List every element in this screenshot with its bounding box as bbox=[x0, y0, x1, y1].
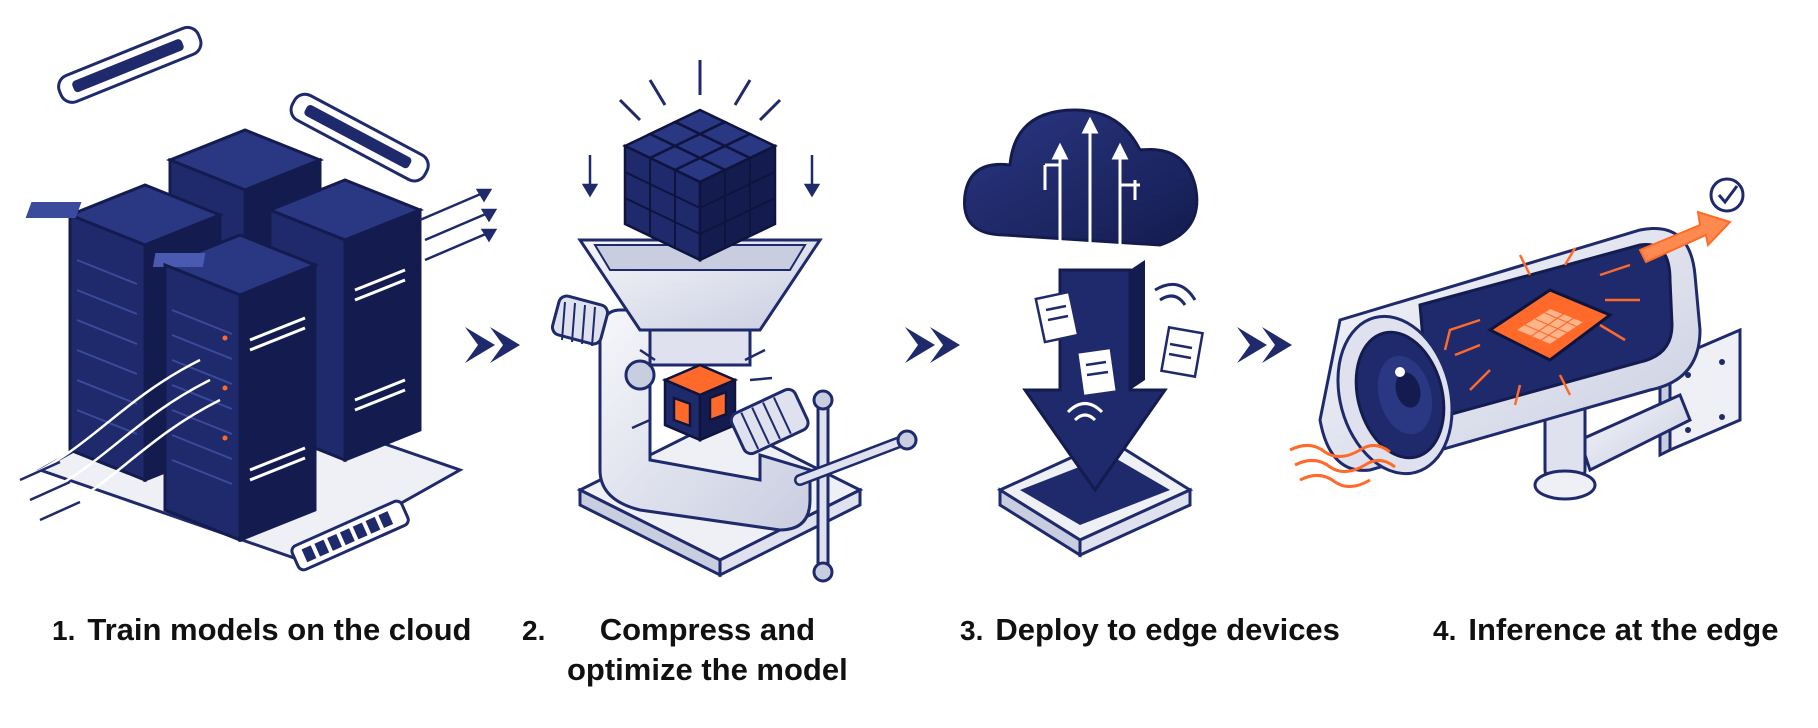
step-4-number: 4. bbox=[1433, 615, 1457, 646]
step-1-number: 1. bbox=[52, 615, 76, 646]
connector-arrow-2 bbox=[905, 327, 960, 363]
step-1-label: Train models on the cloud bbox=[87, 612, 472, 647]
step-4-label: Inference at the edge bbox=[1468, 612, 1779, 647]
step-3-caption: 3. Deploy to edge devices bbox=[960, 610, 1340, 651]
step-2-number: 2. bbox=[522, 615, 546, 646]
step-2-caption: 2. Compress and optimize the model bbox=[522, 610, 857, 690]
step-3-label: Deploy to edge devices bbox=[995, 612, 1340, 647]
step-3-number: 3. bbox=[960, 615, 984, 646]
security-camera-chip-icon bbox=[1289, 177, 1745, 501]
pipeline-illustration bbox=[19, 25, 1745, 583]
step-2-label: Compress and optimize the model bbox=[566, 612, 848, 687]
vise-compressor-icon bbox=[550, 60, 918, 583]
server-rack-icon bbox=[19, 25, 498, 572]
step-4-caption: 4. Inference at the edge bbox=[1433, 610, 1778, 651]
cloud-download-icon bbox=[963, 108, 1205, 558]
step-1-caption: 1. Train models on the cloud bbox=[52, 610, 471, 651]
connector-arrow-3 bbox=[1237, 327, 1292, 363]
pipeline-svg bbox=[19, 25, 1745, 583]
connector-arrow-1 bbox=[465, 327, 520, 363]
